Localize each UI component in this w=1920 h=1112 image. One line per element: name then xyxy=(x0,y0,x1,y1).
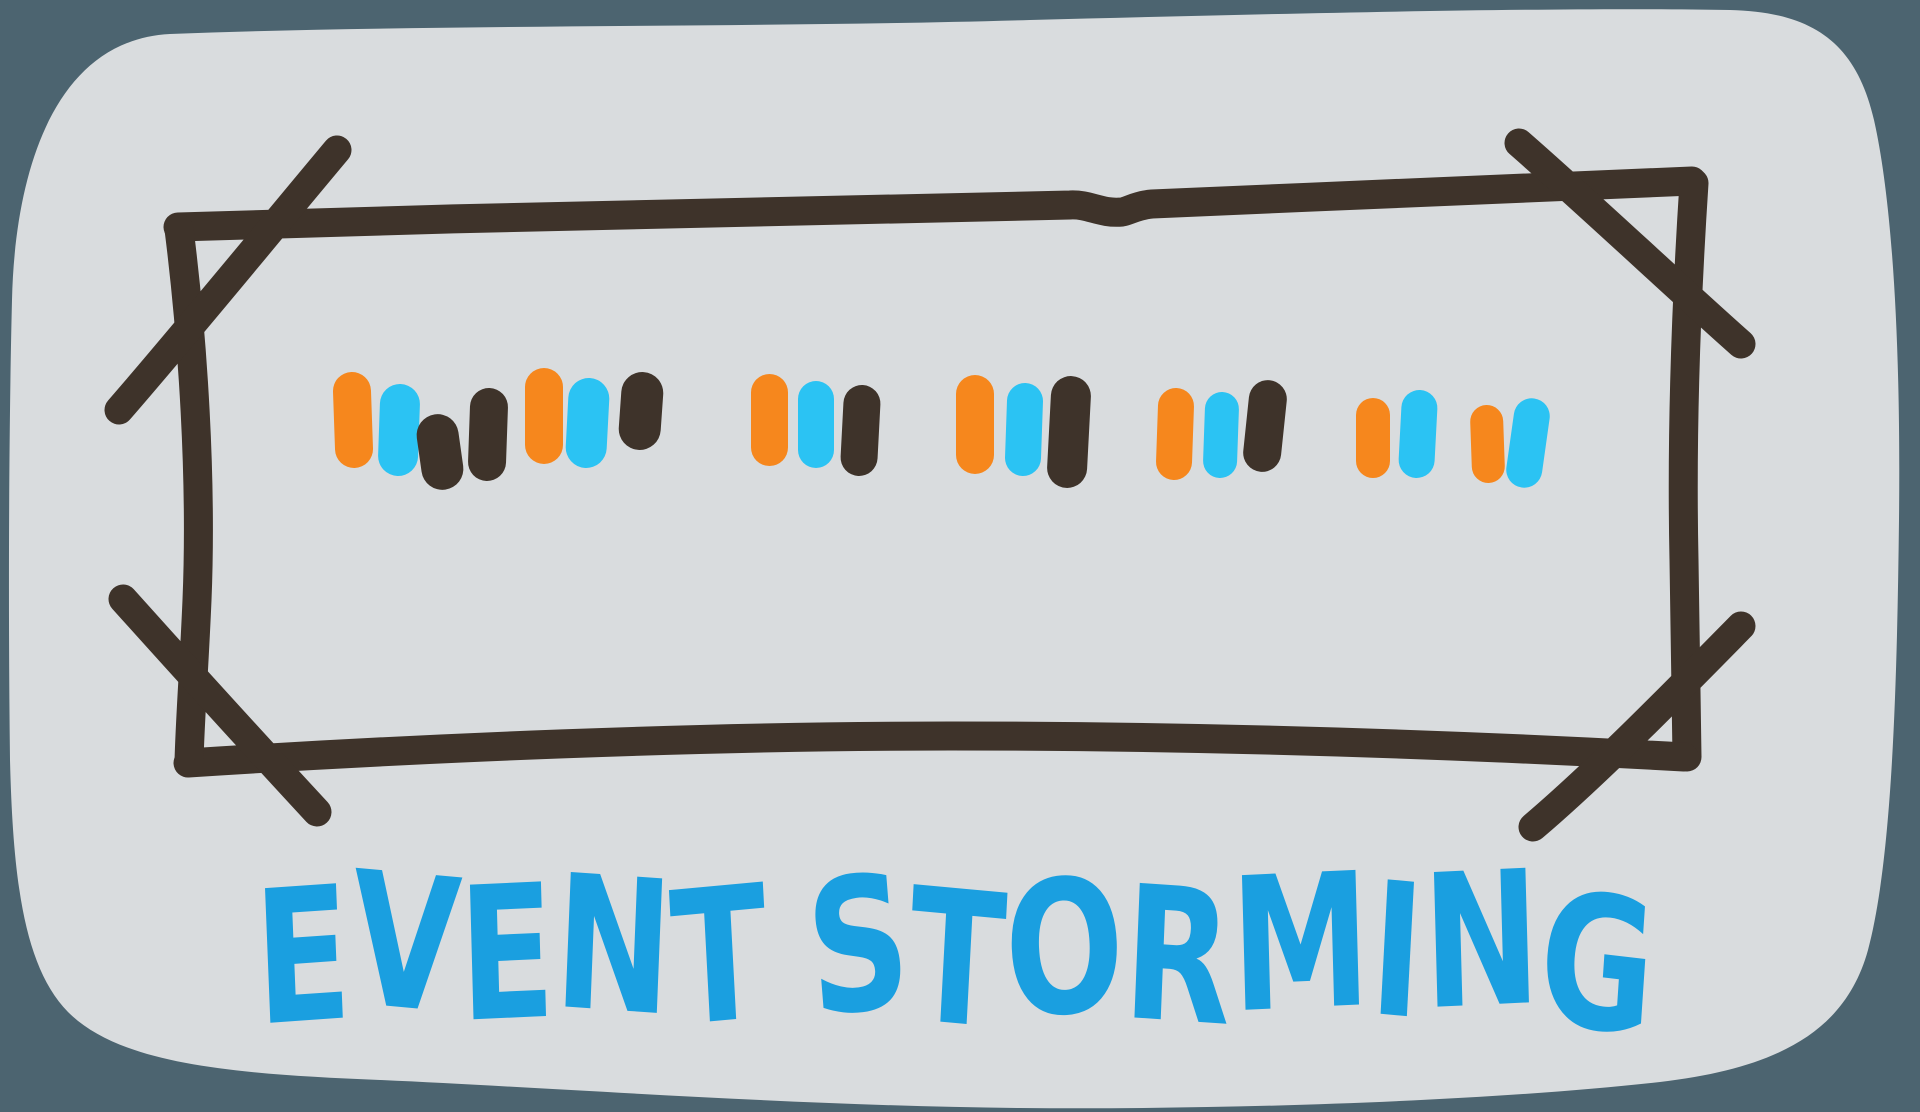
title-letter: E xyxy=(456,845,558,1065)
title-letter: M xyxy=(1228,833,1374,1056)
sticky-mark-dark xyxy=(839,384,882,477)
sticky-mark-orange xyxy=(525,368,563,464)
frame-corner-slash-bottom-right xyxy=(1518,611,1756,842)
title-letter: G xyxy=(1533,851,1662,1080)
frame-corner-slash-bottom-left xyxy=(108,584,332,827)
title-letter: V xyxy=(345,832,465,1057)
sticky-mark-dark xyxy=(467,387,509,482)
title-letter: T xyxy=(666,845,773,1070)
title-letter: R xyxy=(1119,846,1236,1069)
frame-corner-slash-top-right xyxy=(1504,128,1756,359)
frame-bottom-edge xyxy=(173,721,1699,778)
title-letter: T xyxy=(903,848,1011,1073)
frame-corner-slash-top-left xyxy=(104,135,352,425)
title-letter: O xyxy=(1000,838,1128,1062)
sticky-mark-orange xyxy=(751,374,788,466)
sticky-mark-blue xyxy=(564,376,611,470)
sticky-mark-dark xyxy=(617,370,665,452)
sticky-mark-orange xyxy=(332,371,374,469)
title-letter: E xyxy=(250,846,355,1069)
sticky-mark-dark xyxy=(1046,375,1092,489)
frame-top-edge xyxy=(163,166,1707,242)
sticky-mark-blue xyxy=(1004,382,1044,477)
sticky-mark-blue xyxy=(1202,391,1240,479)
sticky-mark-blue xyxy=(1397,389,1439,479)
sticky-mark-dark xyxy=(1241,378,1289,474)
sticky-mark-blue xyxy=(377,383,421,477)
board-blob xyxy=(8,9,1900,1109)
title-letter: N xyxy=(550,835,677,1059)
title-letter: I xyxy=(1365,842,1429,1063)
sticky-mark-dark xyxy=(413,411,467,493)
title-letter: N xyxy=(1420,831,1543,1053)
title-letter: S xyxy=(800,833,918,1062)
sticky-mark-blue xyxy=(1503,395,1553,491)
sticky-mark-orange xyxy=(956,375,994,474)
sticky-mark-orange xyxy=(1155,387,1195,481)
sticky-mark-orange xyxy=(1356,398,1390,478)
sticky-mark-orange xyxy=(1469,404,1506,484)
sticky-mark-blue xyxy=(798,381,834,468)
